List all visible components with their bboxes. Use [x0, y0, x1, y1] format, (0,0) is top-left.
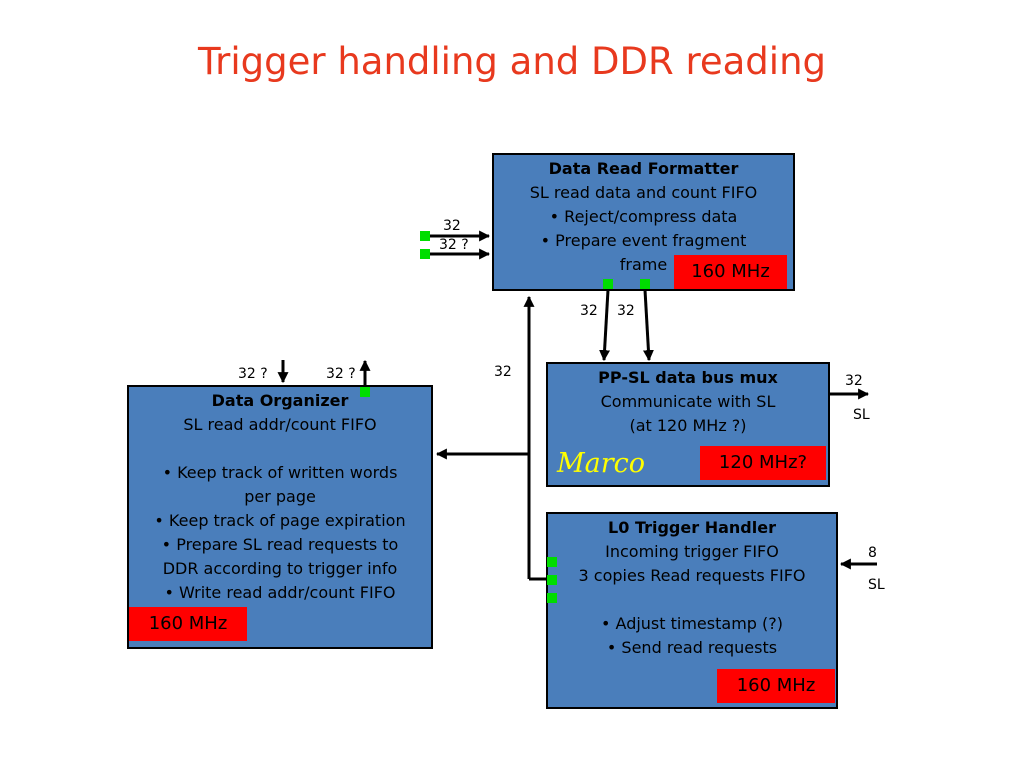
trigger-line: 3 copies Read requests FIFO — [578, 566, 806, 585]
trigger-heading: L0 Trigger Handler — [608, 518, 776, 537]
formatter-input-label-bottom: 32 ? — [439, 237, 469, 253]
trigger-input-label: 8 — [868, 545, 877, 561]
formatter-output-label-left: 32 — [580, 303, 598, 319]
organizer-line: DDR according to trigger info — [162, 559, 398, 578]
organizer-heading: Data Organizer — [211, 391, 349, 410]
formatter-output-port-right — [640, 279, 650, 289]
trigger-port-3 — [547, 593, 557, 603]
mux-heading: PP-SL data bus mux — [598, 368, 778, 387]
formatter-frequency-badge: 160 MHz — [674, 255, 787, 289]
marco-note: Marco — [557, 448, 646, 479]
formatter-input-port-top — [420, 231, 430, 241]
trigger-line: Incoming trigger FIFO — [605, 542, 779, 561]
trigger-line: • Adjust timestamp (?) — [601, 614, 783, 633]
formatter-output-port-left — [603, 279, 613, 289]
organizer-line: per page — [244, 487, 316, 506]
trigger-input-sl-label: SL — [868, 577, 885, 593]
formatter-line: • Prepare event fragment — [540, 231, 747, 250]
organizer-line: • Write read addr/count FIFO — [164, 583, 396, 602]
l0-trigger-handler-block: L0 Trigger Handler Incoming trigger FIFO… — [546, 512, 838, 709]
mux-output-sl-label: SL — [853, 407, 870, 423]
organizer-line: • Prepare SL read requests to — [161, 535, 399, 554]
formatter-to-mux-arrow-right — [642, 289, 654, 362]
organizer-output-label: 32 ? — [326, 366, 356, 382]
slide-title: Trigger handling and DDR reading — [197, 40, 827, 83]
organizer-frequency-badge: 160 MHz — [129, 607, 247, 641]
mux-frequency-badge: 120 MHz? — [700, 446, 826, 480]
formatter-line: SL read data and count FIFO — [529, 183, 758, 202]
trigger-port-1 — [547, 557, 557, 567]
organizer-line: • Keep track of written words — [162, 463, 398, 482]
pp-sl-bus-mux-block: PP-SL data bus mux Communicate with SL (… — [546, 362, 830, 487]
trigger-frequency-badge: 160 MHz — [717, 669, 835, 703]
formatter-output-label-right: 32 — [617, 303, 635, 319]
formatter-input-port-bottom — [420, 249, 430, 259]
trigger-line: • Send read requests — [606, 638, 778, 657]
mux-line: (at 120 MHz ?) — [629, 416, 747, 435]
data-organizer-block: Data Organizer SL read addr/count FIFO •… — [127, 385, 433, 649]
formatter-input-label-top: 32 — [443, 218, 461, 234]
mux-line: Communicate with SL — [600, 392, 776, 411]
formatter-heading: Data Read Formatter — [548, 159, 739, 178]
organizer-line: • Keep track of page expiration — [154, 511, 406, 530]
trigger-port-2 — [547, 575, 557, 585]
bus-width-label: 32 — [494, 364, 512, 380]
organizer-output-port — [360, 387, 370, 397]
formatter-to-mux-arrow-left — [599, 289, 611, 362]
mux-output-label: 32 — [845, 373, 863, 389]
formatter-line: frame — [619, 255, 668, 274]
data-read-formatter-block: Data Read Formatter SL read data and cou… — [492, 153, 795, 291]
organizer-input-label: 32 ? — [238, 366, 268, 382]
organizer-line: SL read addr/count FIFO — [183, 415, 377, 434]
formatter-line: • Reject/compress data — [549, 207, 738, 226]
